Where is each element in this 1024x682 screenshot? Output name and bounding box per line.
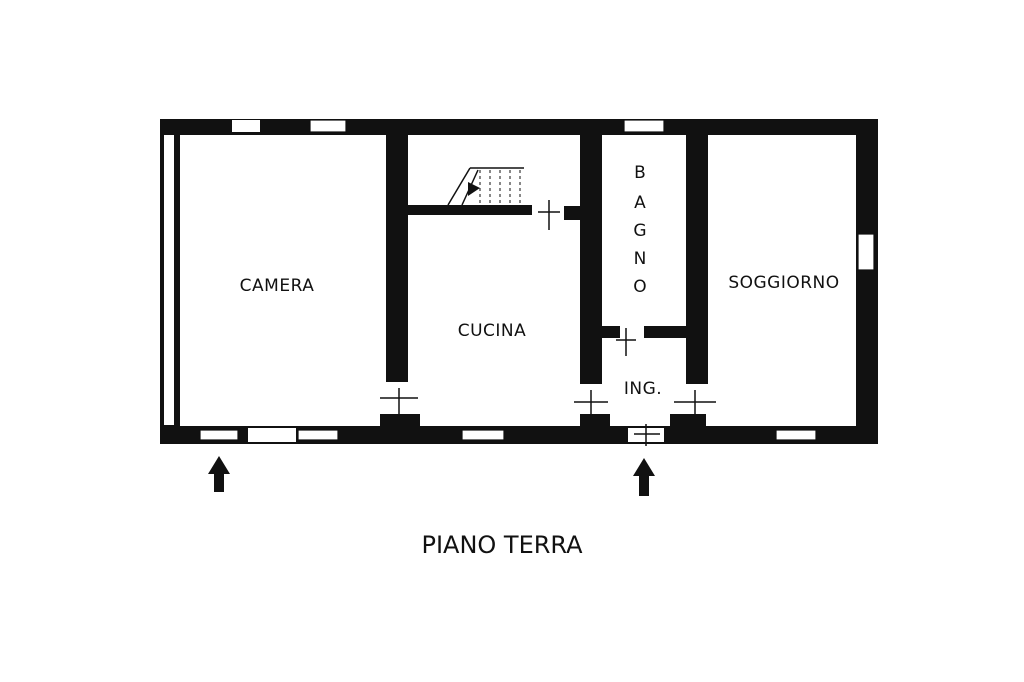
door-marker-cucina (538, 200, 560, 230)
windows (164, 119, 875, 442)
door-marker-soggiorno (674, 390, 716, 414)
door-marker-cucina-bottom (574, 390, 608, 414)
plan-title: PIANO TERRA (421, 531, 583, 559)
room-label-ingresso: ING. (624, 379, 662, 399)
entrance-arrow-left-icon (208, 456, 230, 492)
room-label-camera: CAMERA (240, 276, 315, 296)
svg-text:G: G (633, 221, 646, 241)
door-markers (380, 200, 716, 446)
interior-walls (380, 132, 708, 428)
entrance-arrow-right-icon (633, 458, 655, 496)
staircase-icon (447, 167, 524, 206)
door-marker-camera (380, 388, 418, 414)
room-label-cucina: CUCINA (458, 321, 527, 341)
svg-text:B: B (634, 163, 646, 183)
room-label-soggiorno: SOGGIORNO (728, 273, 839, 293)
svg-text:N: N (634, 249, 647, 269)
door-marker-entrance (634, 424, 660, 446)
svg-text:O: O (633, 277, 646, 297)
room-label-bagno: B A G N O (633, 163, 646, 297)
svg-text:A: A (634, 193, 646, 213)
door-marker-bagno (616, 328, 636, 356)
